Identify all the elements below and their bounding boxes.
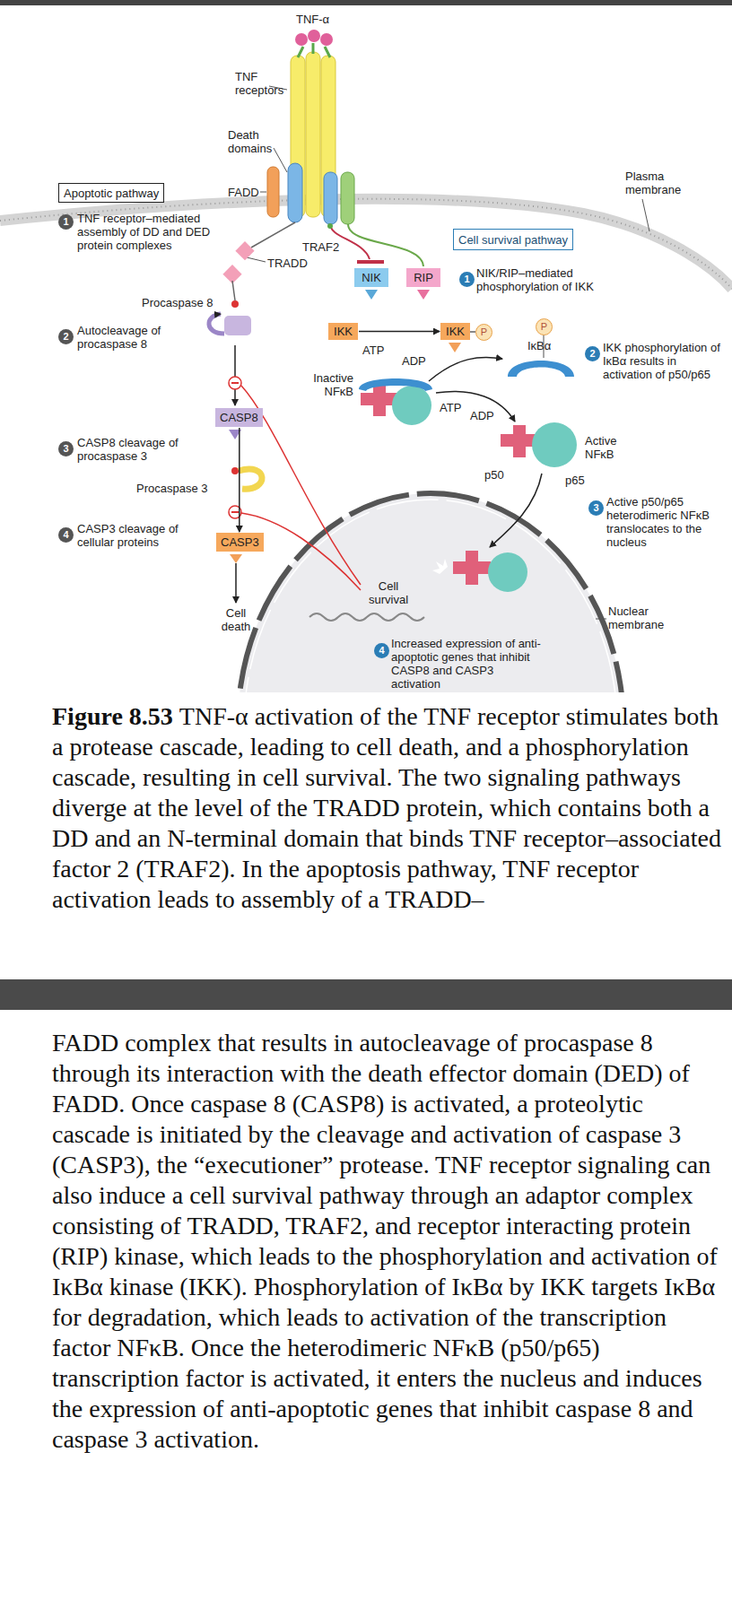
leader-lines	[246, 86, 650, 619]
node-text: CASP8	[219, 410, 259, 425]
callout-number: 2	[584, 346, 601, 362]
caspase-box: CASP8	[215, 408, 263, 427]
node-text: P	[480, 325, 488, 340]
label: Nuclear membrane	[608, 604, 682, 632]
legend-box: Cell survival pathway	[453, 228, 574, 251]
plasma-membrane	[0, 199, 732, 289]
label: NIK/RIP–mediated phosphorylation of IKK	[476, 266, 631, 294]
page-bar	[0, 0, 732, 6]
connector-arrow	[358, 331, 440, 333]
label: IKK phosphorylation of IκBα results in a…	[602, 340, 725, 382]
callout-number: 1	[459, 271, 475, 288]
apoptotic-illustration	[209, 222, 361, 603]
label: Active NFκB	[584, 434, 641, 462]
label: ADP	[401, 354, 427, 368]
kinase-box: NIK	[354, 268, 389, 288]
label: TRADD	[267, 256, 308, 271]
label: TNF-α	[296, 12, 330, 27]
node-text: RIP	[413, 270, 434, 285]
callout-number: 4	[58, 527, 74, 543]
kinase-box: RIP	[406, 268, 441, 288]
phosphate-circle: P	[535, 318, 553, 336]
node-text: P	[540, 320, 548, 334]
caption-text: TNF-α activation of the TNF receptor sti…	[52, 702, 722, 914]
kinase-box: IKK	[440, 322, 471, 340]
label: Active p50/p65 heterodimeric NFκB transl…	[606, 495, 720, 549]
label: Procaspase 3	[136, 481, 209, 496]
figure-number: Figure 8.53	[52, 702, 174, 731]
label: CASP3 cleavage of cellular proteins	[77, 522, 194, 549]
caption-continued: FADD complex that results in autocleavag…	[52, 1028, 725, 1456]
label: Increased expression of anti-apoptotic g…	[391, 636, 542, 691]
tnf-receptor	[267, 29, 355, 225]
label: IκBα	[527, 339, 551, 353]
label: p50	[484, 468, 505, 482]
connector-arrow	[238, 427, 241, 532]
label: p65	[565, 473, 585, 488]
label: FADD	[227, 185, 260, 200]
label: ATP	[362, 343, 384, 358]
callout-number: 3	[58, 441, 74, 457]
label: TNF receptors	[235, 69, 300, 97]
label: TNF receptor–mediated assembly of DD and…	[77, 211, 235, 253]
node-text: Cell survival pathway	[458, 233, 568, 247]
kinase-box: IKK	[328, 322, 358, 340]
label: TRAF2	[302, 240, 340, 254]
label: ATP	[439, 400, 462, 415]
label: Inactive NFκB	[292, 371, 354, 399]
label: Death domains	[227, 128, 284, 156]
caspase-box: CASP3	[216, 532, 264, 552]
label: Plasma membrane	[625, 169, 696, 197]
callout-number: 3	[588, 500, 604, 516]
node-text: IKK	[445, 324, 465, 339]
node-text: NIK	[361, 270, 382, 285]
phosphate-circle: P	[475, 323, 493, 341]
caption: Figure 8.53TNF-α activation of the TNF r…	[52, 701, 725, 915]
page-bar	[0, 979, 732, 1011]
callout-number: 1	[58, 214, 74, 230]
label: ADP	[470, 409, 495, 423]
nucleus	[237, 493, 624, 693]
label: Cell death	[213, 606, 259, 634]
label: Procaspase 8	[141, 296, 214, 310]
callout-number: 4	[374, 643, 390, 659]
node-text: IKK	[333, 324, 353, 339]
node-text: CASP3	[220, 535, 260, 549]
node-text: Apoptotic pathway	[63, 186, 159, 201]
callout-number: 2	[58, 329, 74, 345]
legend-box: Apoptotic pathway	[58, 183, 165, 203]
label: Autocleavage of procaspase 8	[77, 323, 178, 351]
label: Cell survival	[360, 579, 417, 607]
label: CASP8 cleavage of procaspase 3	[77, 435, 212, 463]
